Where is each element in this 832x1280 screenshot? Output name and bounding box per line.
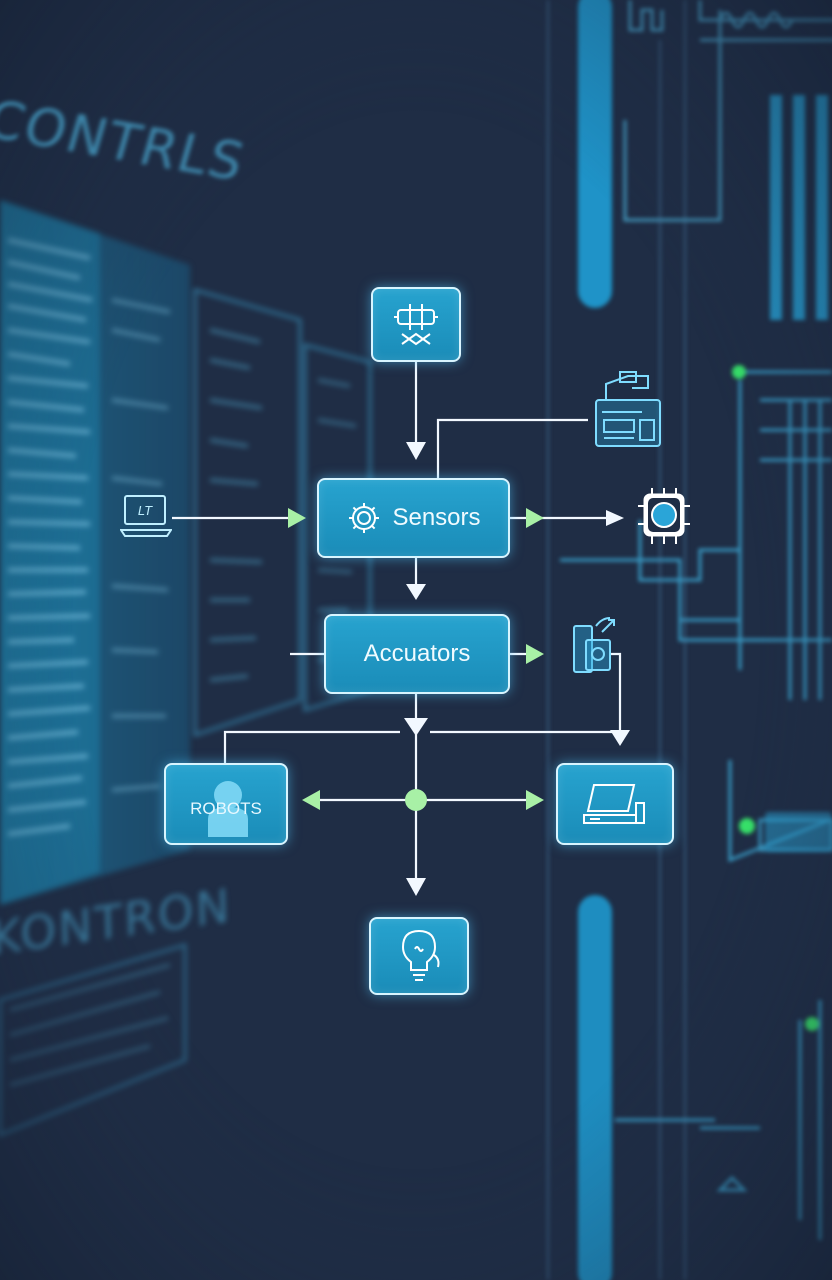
person-icon <box>208 781 248 837</box>
mechanical-linkage-icon <box>394 303 438 345</box>
junction-dot <box>405 789 427 811</box>
actuators-label: Accuators <box>363 640 471 667</box>
laptop-icon <box>583 784 645 824</box>
robots-node[interactable]: ROBOTS <box>164 763 288 845</box>
lightbulb-node[interactable] <box>369 917 469 995</box>
chip-icon <box>636 486 692 550</box>
left-laptop-label: LT <box>138 503 153 518</box>
sensors-node[interactable]: Sensors <box>317 478 510 558</box>
actuators-node[interactable]: Accuators <box>324 614 510 694</box>
machine-console-icon <box>592 370 664 454</box>
laptop-node[interactable] <box>556 763 674 845</box>
signal-device-icon <box>568 612 624 682</box>
left-laptop-icon: LT <box>119 493 173 543</box>
lightbulb-icon <box>401 929 440 981</box>
sensors-label: Sensors <box>392 504 481 531</box>
robots-label: ROBOTS <box>190 799 262 818</box>
mechanism-node[interactable] <box>371 287 461 362</box>
gear-icon <box>349 503 380 533</box>
